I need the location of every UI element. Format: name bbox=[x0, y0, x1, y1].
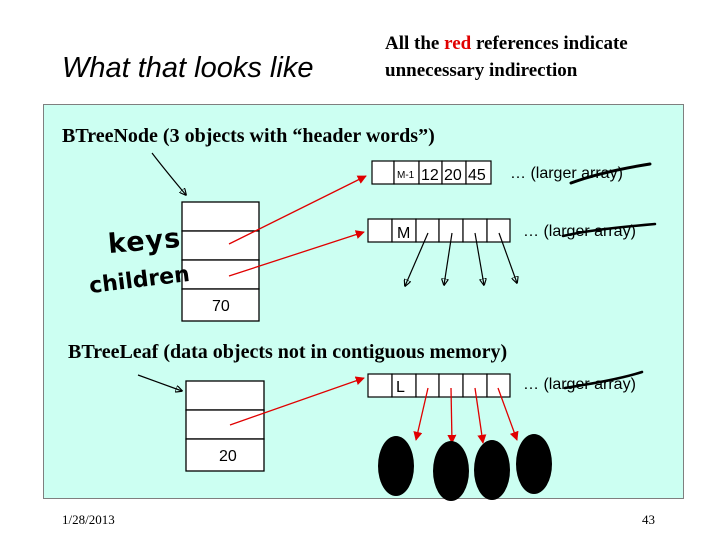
indirection-note: All the red references indicate unnecess… bbox=[385, 30, 628, 84]
children-array bbox=[367, 218, 511, 243]
data-object-arrow bbox=[474, 387, 487, 444]
diagram-panel bbox=[43, 104, 684, 499]
data-object bbox=[516, 434, 552, 494]
btreenode-heading: BTreeNode (3 objects with “header words”… bbox=[62, 125, 435, 147]
keys-array bbox=[371, 160, 492, 185]
keys-array-ellipsis: … (larger array) bbox=[510, 165, 623, 182]
leaf-pointer-arrow bbox=[137, 374, 182, 391]
node-header-cell bbox=[181, 201, 260, 232]
leaf-array-cell bbox=[367, 373, 393, 398]
footer-page-number: 43 bbox=[642, 512, 655, 527]
note-text: references indicate bbox=[471, 33, 628, 54]
child-pointer-arrow bbox=[498, 232, 517, 283]
children-array-cell bbox=[415, 218, 440, 243]
slide-title: What that looks like bbox=[62, 52, 314, 84]
leaf-array-header: L bbox=[396, 379, 405, 396]
children-array-ellipsis: … (larger array) bbox=[523, 223, 636, 240]
btreeleaf-object bbox=[185, 380, 265, 472]
child-pointer-arrow bbox=[444, 232, 453, 285]
keys-array-value: 45 bbox=[468, 167, 486, 184]
data-object-arrow bbox=[497, 387, 519, 441]
note-text: All the bbox=[385, 33, 445, 54]
note-line-1: All the red references indicate bbox=[385, 30, 628, 57]
node-value-text: 70 bbox=[212, 298, 230, 315]
data-objects bbox=[378, 434, 552, 501]
leaf-array-cell bbox=[415, 373, 440, 398]
data-object-arrows bbox=[413, 387, 519, 444]
strikethrough-scribble bbox=[561, 222, 657, 238]
leaf-header-cell bbox=[185, 380, 265, 411]
children-array-header: M bbox=[397, 225, 410, 242]
leaf-array-cell bbox=[462, 373, 488, 398]
children-indirection-arrow bbox=[228, 230, 365, 277]
keys-array-value: 20 bbox=[444, 167, 462, 184]
children-array-cell bbox=[486, 218, 511, 243]
children-array-cell bbox=[462, 218, 488, 243]
leaf-data-array bbox=[367, 373, 511, 398]
note-line-2: unnecessary indirection bbox=[385, 60, 578, 81]
child-pointer-arrows bbox=[405, 232, 517, 286]
handwritten-keys-label: keys bbox=[106, 222, 183, 261]
data-object bbox=[433, 441, 469, 501]
keys-array-value: 12 bbox=[421, 167, 439, 184]
keys-indirection-arrow bbox=[228, 175, 367, 245]
data-object-arrow bbox=[447, 387, 457, 444]
note-red-word: red bbox=[444, 33, 472, 54]
keys-array-header: M-1 bbox=[397, 170, 415, 181]
child-pointer-arrow bbox=[405, 232, 429, 286]
data-object-arrow bbox=[413, 387, 429, 441]
node-pointer-arrow bbox=[151, 152, 186, 195]
btreeleaf-heading: BTreeLeaf (data objects not in contiguou… bbox=[68, 341, 508, 363]
leaf-value-text: 20 bbox=[219, 448, 237, 465]
btreenode-object bbox=[181, 201, 260, 322]
footer-date: 1/28/2013 bbox=[62, 512, 115, 527]
node-value-cell bbox=[181, 288, 260, 322]
data-object bbox=[378, 436, 414, 496]
data-indirection-arrow bbox=[229, 376, 365, 426]
keys-array-cell bbox=[465, 160, 492, 185]
child-pointer-arrow bbox=[474, 232, 484, 285]
data-object bbox=[474, 440, 510, 500]
keys-array-cell bbox=[371, 160, 395, 185]
leaf-array-cell bbox=[486, 373, 511, 398]
strikethrough-scribble bbox=[563, 370, 644, 390]
strikethrough-scribble bbox=[569, 162, 652, 185]
children-array-cell bbox=[367, 218, 393, 243]
leaf-data-cell bbox=[185, 409, 265, 440]
node-children-cell bbox=[181, 259, 260, 290]
leaf-value-cell bbox=[185, 438, 265, 472]
